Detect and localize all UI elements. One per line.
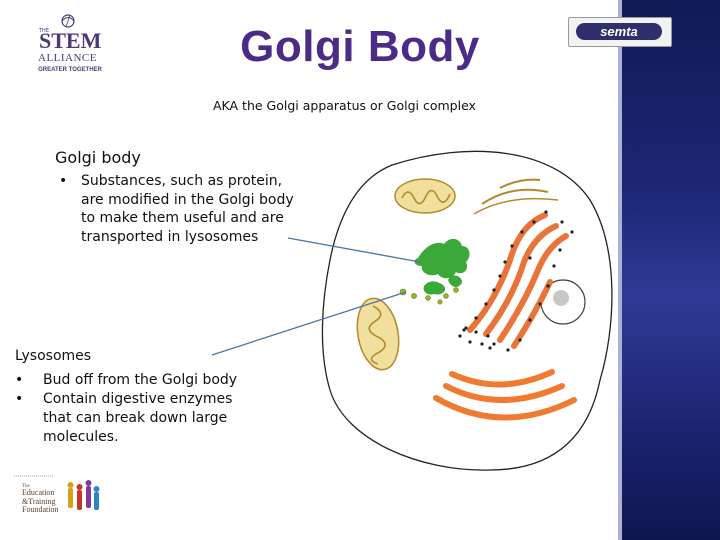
lysosomes-bullet-list: • Bud off from the Golgi body • Contain …: [15, 371, 255, 447]
semta-logo: semta: [568, 17, 672, 47]
golgi-pointer-line: [287, 237, 421, 263]
etf-logo: The Education &Training Foundation: [14, 474, 100, 524]
stem-logo-word: STEM: [39, 28, 102, 53]
golgi-body: [414, 238, 470, 295]
cell-membrane: [321, 150, 613, 471]
stem-alliance-logo: THE STEM ALLIANCE GREATER TOGETHER: [30, 12, 110, 82]
side-band-edge: [618, 0, 622, 540]
bullet-icon: •: [59, 173, 68, 189]
lysosome-pointer-line: [211, 291, 407, 356]
lysosomes-heading: Lysosomes: [15, 348, 92, 364]
golgi-bullet-text: Substances, such as protein, are modifie…: [81, 173, 294, 245]
lysosomes: [399, 287, 459, 305]
smooth-er-bottom: [433, 369, 577, 421]
etf-logo-name: Education &Training Foundation: [22, 488, 59, 515]
etf-logo-line1: Education: [22, 488, 55, 497]
mitochondrion-top: [394, 178, 456, 214]
side-decoration-band: [622, 0, 720, 540]
stem-emblem-icon: [61, 14, 75, 28]
bullet-icon: •: [15, 372, 24, 388]
golgi-heading: Golgi body: [55, 148, 141, 167]
stem-logo-alliance: ALLIANCE: [38, 52, 97, 64]
rough-er: [467, 212, 569, 349]
semta-logo-text: semta: [576, 23, 662, 40]
bullet-icon: •: [15, 391, 24, 407]
mitochondrion-left: [356, 297, 400, 371]
golgi-bullet: • Substances, such as protein, are modif…: [55, 172, 295, 246]
slide-title: Golgi Body: [240, 22, 480, 71]
etf-logo-dots: [14, 474, 54, 479]
animal-cell-diagram: [211, 150, 613, 471]
etf-logo-line3: Foundation: [22, 505, 59, 514]
golgi-bullet-list: • Substances, such as protein, are modif…: [55, 172, 295, 246]
lysosomes-bullet: • Bud off from the Golgi body: [15, 371, 255, 390]
lysosomes-bullet: • Contain digestive enzymes that can bre…: [15, 390, 255, 447]
slide-subtitle: AKA the Golgi apparatus or Golgi complex: [213, 98, 476, 113]
smooth-er-top: [473, 178, 559, 215]
stem-logo-tagline: GREATER TOGETHER: [38, 67, 102, 73]
stem-logo-the: THE: [39, 28, 49, 34]
etf-logo-line2: &Training: [22, 496, 56, 506]
vesicles: [458, 326, 492, 350]
lysosomes-bullet-text: Bud off from the Golgi body: [43, 372, 238, 388]
etf-figures-icon: [67, 480, 100, 510]
ribosome-dots: [462, 210, 574, 352]
etf-logo-the: The: [22, 484, 30, 489]
nucleus: [540, 279, 586, 325]
lysosomes-bullet-text: Contain digestive enzymes that can break…: [43, 391, 233, 445]
